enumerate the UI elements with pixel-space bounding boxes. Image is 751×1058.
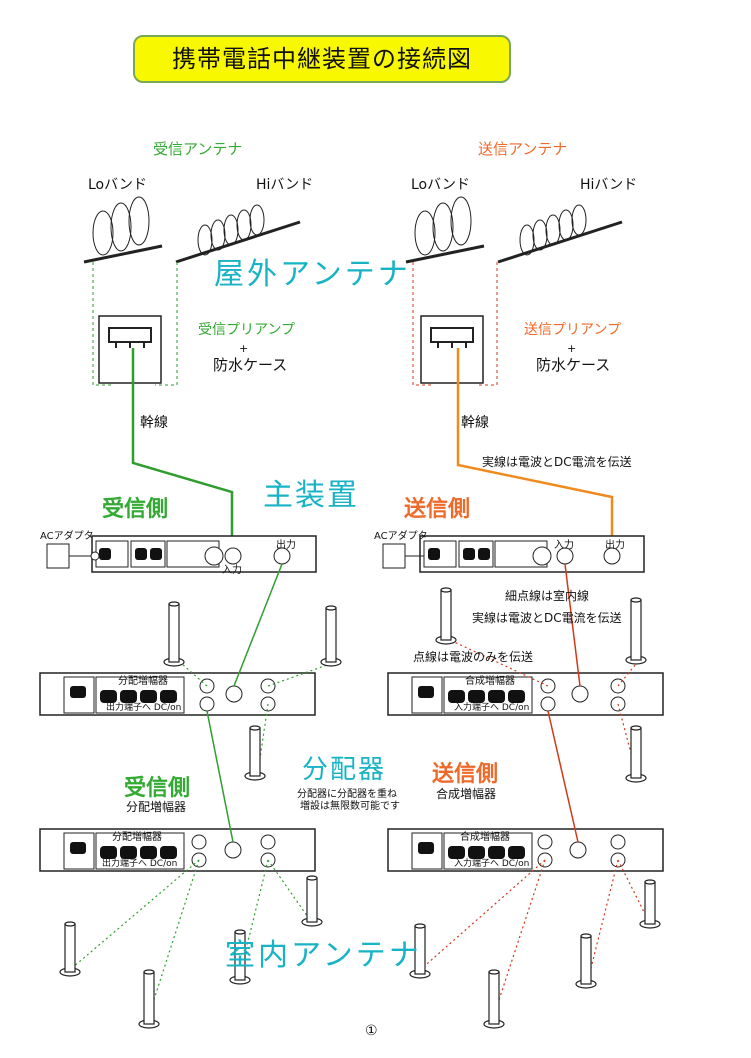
receive-antenna-label: 受信アンテナ <box>153 140 243 158</box>
indoor-antenna-icon <box>435 587 457 645</box>
solid-line-note-top: 実線は電波とDC電流を伝送 <box>482 455 632 469</box>
thin-dotted-note: 細点線は室内線 <box>505 589 590 603</box>
indoor-antenna-posts <box>59 587 661 1029</box>
rx-indoor-dotted-cables <box>71 663 331 1013</box>
rx-lo-band-antenna-icon <box>83 196 163 264</box>
rx-dist-amp-header-lower: 分配増幅器 <box>112 832 162 843</box>
rx-distribution-amp-upper <box>39 672 316 716</box>
stacking-note-line-1: 分配器に分配器を重ね <box>297 789 397 800</box>
tx-lo-band-antenna-icon <box>405 196 485 264</box>
rx-preamp-label: 受信プリアンプ <box>198 322 296 338</box>
rx-lo-band-label: Loバンド <box>88 177 147 193</box>
main-unit-heading: 主装置 <box>263 478 359 513</box>
rx-dist-amp-terminal-lower: 出力端子へ DC/on <box>102 859 178 869</box>
indoor-antenna-icon <box>625 597 647 665</box>
rx-trunk-line <box>131 348 234 556</box>
stacking-note-line-2: 増設は無限数可能です <box>300 801 400 812</box>
tx-preamp-box <box>420 315 484 384</box>
tx-hi-band-label: Hiバンド <box>580 177 638 193</box>
rx-main-output-label: 出力 <box>276 540 296 551</box>
rx-dist-amp-header-upper: 分配増幅器 <box>118 676 168 687</box>
indoor-antenna-icon <box>138 969 160 1029</box>
page-title: 携帯電話中継装置の接続図 <box>172 45 472 73</box>
tx-hi-band-antenna-icon <box>497 204 623 264</box>
rx-main-to-dist-line <box>233 563 283 687</box>
rx-preamp-box <box>98 315 162 384</box>
tx-comb-amp-header-upper: 合成増幅器 <box>465 676 515 687</box>
indoor-antenna-icon <box>163 601 185 667</box>
indoor-antenna-icon <box>409 923 431 979</box>
rx-hi-band-antenna-icon <box>175 204 301 264</box>
tx-waterproof-case-label: 防水ケース <box>536 356 611 374</box>
indoor-antenna-heading: 室内アンテナ <box>225 938 422 973</box>
rx-hi-band-label: Hiバンド <box>256 177 314 193</box>
tx-plus-sign: + <box>567 342 577 355</box>
tx-lo-band-label: Loバンド <box>411 177 470 193</box>
indoor-antenna-icon <box>575 933 597 989</box>
tx-main-input-label: 入力 <box>554 540 574 551</box>
rx-ac-adapter-icon <box>46 543 100 569</box>
tx-preamp-label: 送信プリアンプ <box>524 322 622 338</box>
solid-line-note-mid: 実線は電波とDC電流を伝送 <box>472 611 622 625</box>
rx-antenna-dashed-cables <box>92 262 178 386</box>
rx-dist-to-dist-line <box>206 710 234 843</box>
rx-ac-adapter-label: ACアダプタ <box>40 531 94 542</box>
tx-comb-to-comb-line <box>547 710 579 843</box>
tx-trunk-line <box>456 348 614 556</box>
tx-combining-amp-upper <box>387 672 664 716</box>
rx-plus-sign: + <box>239 342 249 355</box>
tx-side-heading-top: 送信側 <box>404 497 471 522</box>
dotted-line-note: 点線は電波のみを伝送 <box>413 650 534 664</box>
outdoor-antenna-heading: 屋外アンテナ <box>214 257 411 292</box>
title-banner: 携帯電話中継装置の接続図 <box>133 35 511 83</box>
combining-amp-label: 合成増幅器 <box>436 787 497 801</box>
rx-side-heading-top: 受信側 <box>102 497 169 522</box>
tx-comb-amp-terminal-upper: 入力端子へ DC/on <box>454 703 530 713</box>
tx-main-output-label: 出力 <box>605 540 625 551</box>
tx-trunk-label: 幹線 <box>461 415 489 431</box>
rx-waterproof-case-label: 防水ケース <box>213 356 288 374</box>
tx-antenna-dashed-cables <box>412 262 498 386</box>
rx-trunk-label: 幹線 <box>140 415 168 431</box>
distribution-amp-label: 分配増幅器 <box>126 800 187 814</box>
indoor-antenna-icon <box>301 875 323 927</box>
rx-side-heading-bottom: 受信側 <box>124 776 191 801</box>
distributor-heading: 分配器 <box>302 755 387 785</box>
indoor-antenna-icon <box>483 969 505 1029</box>
transmit-antenna-label: 送信アンテナ <box>478 140 568 158</box>
indoor-antenna-icon <box>320 605 342 667</box>
rx-distribution-amp-lower <box>39 828 316 872</box>
indoor-antenna-icon <box>639 879 661 929</box>
indoor-antenna-icon <box>625 725 647 783</box>
tx-main-to-comb-line <box>564 563 581 687</box>
tx-combining-amp-lower <box>387 828 664 872</box>
tx-comb-amp-terminal-lower: 入力端子へ DC/on <box>454 859 530 869</box>
indoor-antenna-icon <box>244 725 266 781</box>
tx-ac-adapter-icon <box>382 543 424 569</box>
tx-indoor-dotted-cables <box>419 639 649 1013</box>
indoor-antenna-icon <box>59 921 81 977</box>
indoor-antenna-icon <box>229 929 251 985</box>
page-number: ① <box>365 1023 378 1039</box>
tx-ac-adapter-label: ACアダプタ <box>374 531 428 542</box>
rx-dist-amp-terminal-upper: 出力端子へ DC/on <box>106 703 182 713</box>
tx-side-heading-bottom: 送信側 <box>432 762 499 787</box>
rx-main-input-label: 入力 <box>222 565 242 576</box>
tx-main-unit-panel <box>419 535 645 573</box>
tx-comb-amp-header-lower: 合成増幅器 <box>460 832 510 843</box>
